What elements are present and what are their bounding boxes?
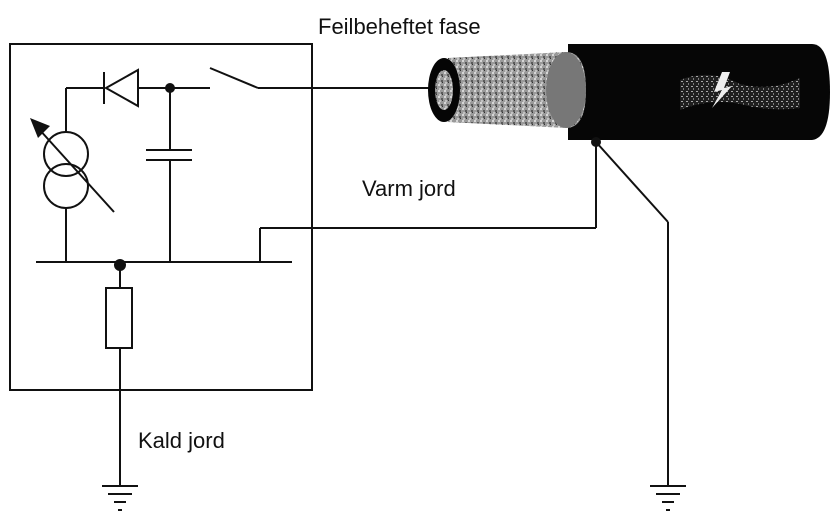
variable-current-source-icon [30,118,115,213]
switch-icon [209,67,259,89]
ground-icon [102,485,138,511]
cable-icon [428,44,830,140]
ground-icon [650,485,686,511]
capacitor-icon [146,88,192,262]
instrument-box [9,43,313,391]
cold-earth-label: Kald jord [138,428,225,453]
sheath-wire [595,141,669,223]
warm-earth-label: Varm jord [362,176,456,201]
resistor-icon [105,265,133,486]
diode-icon [103,68,210,108]
lightning-icon [712,72,732,108]
faulty-phase-label: Feilbeheftet fase [318,14,481,39]
